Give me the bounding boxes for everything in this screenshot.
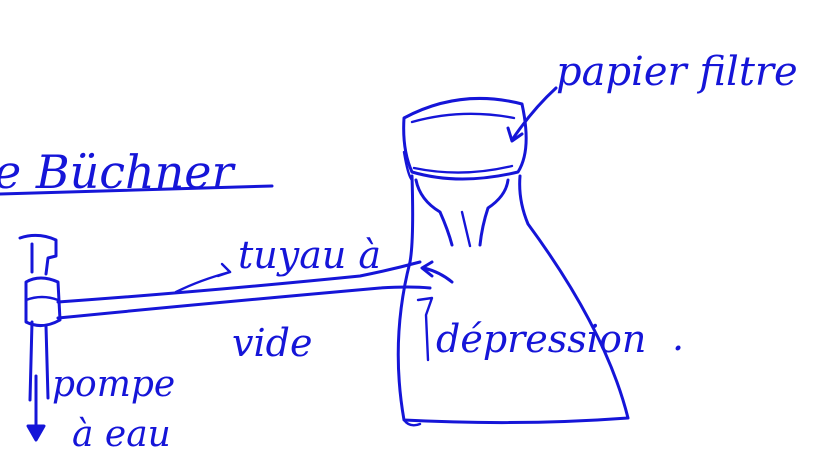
trailing-dot: .	[672, 315, 684, 359]
water-pump-tap	[18, 233, 62, 442]
buchner-funnel	[402, 96, 528, 248]
vacuum-hose	[56, 260, 432, 320]
filter-paper-label: papier filtre	[556, 49, 798, 95]
hose-label-line1: tuyau à	[238, 233, 381, 277]
depression-arrow	[422, 266, 454, 284]
filter-flask	[396, 174, 630, 427]
filter-paper-arrow	[510, 86, 558, 142]
pump-label-line2: à eau	[72, 414, 171, 455]
depression-label: dépression	[436, 317, 646, 361]
pump-label-line1: pompe	[52, 364, 175, 405]
filter-paper-arrowhead	[506, 126, 524, 143]
hose-label-line2: vide	[232, 321, 312, 365]
title-underline	[0, 184, 274, 196]
depression-arrowhead	[420, 260, 434, 278]
